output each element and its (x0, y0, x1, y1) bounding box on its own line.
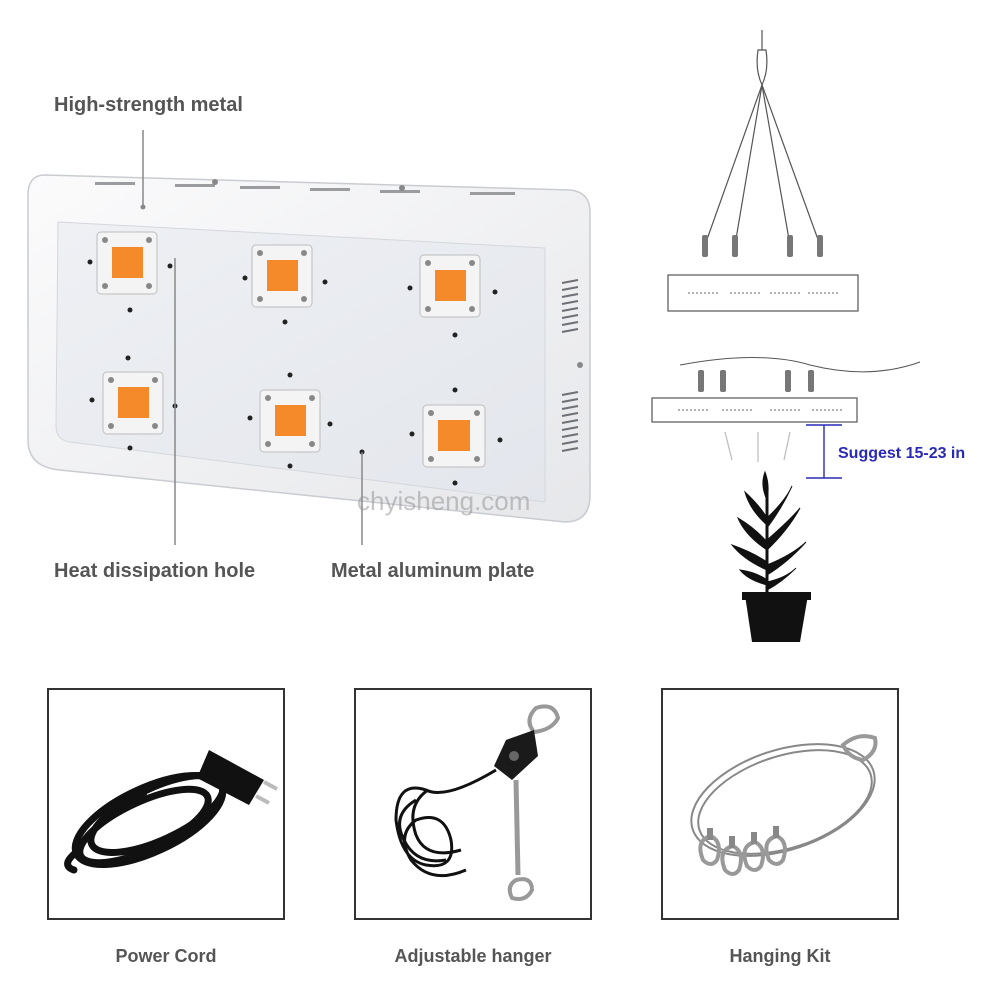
suggest-distance-label: Suggest 15-23 in (838, 445, 966, 462)
accessory-box-power-cord (47, 688, 285, 920)
pot-rim (742, 592, 811, 600)
callout-high-strength-metal: High-strength metal (54, 94, 243, 116)
callout-lines (142, 130, 363, 545)
top-vents (95, 182, 515, 195)
wire-clips-bottom (698, 370, 814, 392)
callout-heat-dissipation-hole: Heat dissipation hole (54, 560, 256, 582)
suspension-wires (704, 30, 821, 246)
wire-hanging-kit-icon (690, 734, 878, 876)
side-vents (561, 279, 579, 452)
wire-clips-top (702, 235, 823, 257)
heat-holes (87, 259, 503, 486)
hanging-diagram-illustration (651, 30, 921, 642)
power-cord-icon (64, 750, 278, 874)
light-fixture-top (667, 274, 859, 312)
led-modules (96, 231, 486, 468)
caption-power-cord: Power Cord (115, 946, 217, 966)
callout-metal-aluminum-plate: Metal aluminum plate (331, 560, 535, 582)
light-rays (724, 431, 791, 462)
watermark: chyisheng.com (357, 486, 531, 516)
accessory-box-hanging-kit (661, 688, 899, 920)
plant (730, 470, 807, 595)
accessory-box-adjustable-hanger (354, 688, 592, 920)
caption-hanging-kit: Hanging Kit (729, 946, 831, 966)
grow-light-photo (0, 130, 600, 550)
hanging-diagram (620, 30, 1000, 660)
plant-pot (745, 595, 808, 642)
grow-light-illustration (27, 130, 591, 545)
distance-bracket (806, 424, 842, 479)
rope-ratchet-hanger-icon (394, 704, 561, 901)
ceiling-line (679, 357, 921, 373)
caption-adjustable-hanger: Adjustable hanger (394, 946, 552, 966)
